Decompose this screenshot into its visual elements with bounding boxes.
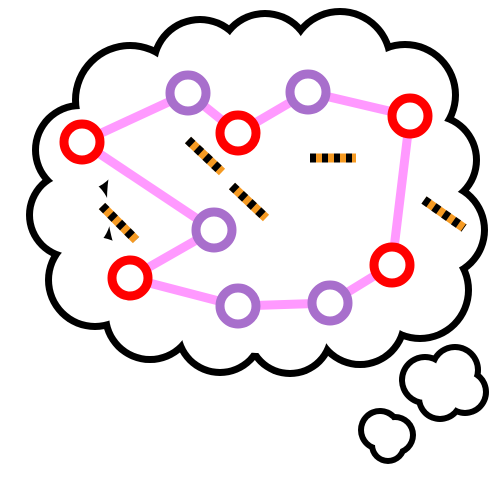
graph-node-purple	[165, 70, 211, 116]
graph-node-red	[387, 93, 433, 139]
dashed-mark-stripes	[184, 136, 226, 176]
thought-cloud	[26, 8, 488, 377]
graph-node-purple	[191, 207, 237, 253]
graph-nodes	[59, 69, 433, 329]
thought-bubble-small	[358, 408, 416, 464]
dashed-marks	[98, 136, 467, 244]
graph-edge	[387, 111, 415, 270]
dashed-mark	[184, 136, 226, 176]
dashed-mark	[98, 202, 140, 244]
graph-node-red	[215, 110, 261, 156]
dashed-mark	[421, 196, 467, 232]
graph-node-purple	[285, 69, 331, 115]
dashed-mark-stripes	[421, 196, 467, 232]
graph-node-purple	[307, 280, 353, 326]
dashed-mark	[228, 182, 270, 222]
dashed-mark-stripes	[228, 182, 270, 222]
graph-node-red	[369, 242, 415, 288]
graph-node-purple	[215, 283, 261, 329]
graph-node-red	[107, 255, 153, 301]
dashed-mark-stripes	[98, 202, 140, 244]
graph-edge	[77, 137, 219, 235]
graph-node-red	[59, 119, 105, 165]
thought-bubble-medium	[399, 344, 489, 422]
